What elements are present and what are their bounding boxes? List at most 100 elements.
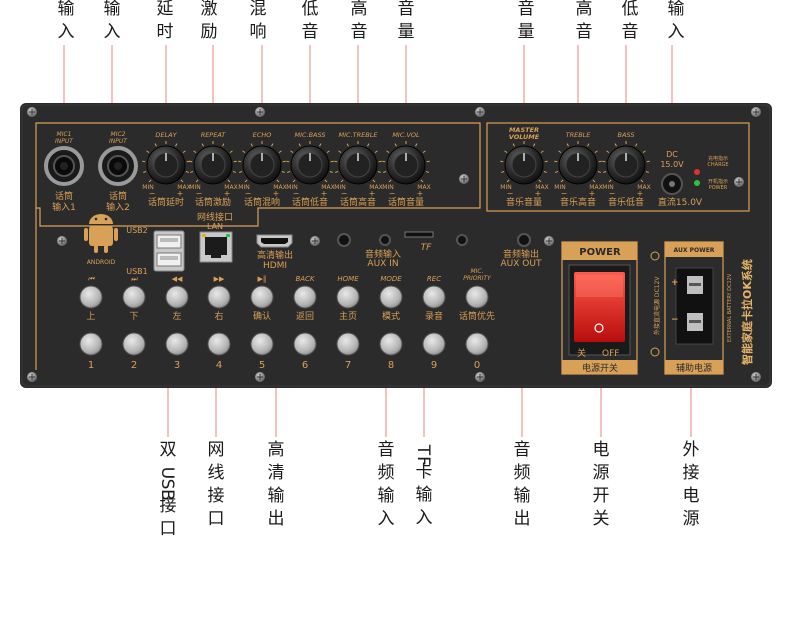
charge-led [694, 169, 700, 175]
knob-label: REPEAT [201, 131, 227, 139]
knob-label: MASTER [509, 126, 539, 134]
tf-slot[interactable] [404, 231, 434, 238]
svg-text:−: − [341, 189, 348, 198]
svg-text:−: − [389, 189, 396, 198]
svg-text:+: + [671, 278, 679, 288]
power-ind-label: 开机指示 [708, 178, 728, 185]
svg-text:输: 输 [268, 486, 285, 506]
knob-max: MAX [417, 184, 430, 191]
number-button[interactable] [336, 332, 360, 356]
function-button[interactable] [165, 285, 189, 309]
svg-text:−: − [507, 189, 514, 198]
auxin-cn: 音频输入 [365, 248, 401, 260]
number-button-label: 9 [431, 360, 437, 371]
svg-text:清: 清 [268, 463, 285, 483]
svg-text:+: + [535, 189, 542, 198]
number-button-label: 1 [88, 360, 94, 371]
function-button[interactable] [465, 285, 489, 309]
charge-label: 充电指示 [708, 155, 728, 162]
music-section-frame [486, 122, 750, 212]
svg-text:输: 输 [58, 0, 75, 19]
svg-text:线: 线 [208, 463, 225, 483]
knob-min: MIN [602, 184, 613, 191]
aux-out-jack[interactable] [517, 233, 531, 247]
power-switch[interactable] [574, 272, 625, 342]
svg-text:音: 音 [378, 440, 395, 460]
aux-in-jack-2[interactable] [379, 234, 391, 246]
svg-text:输: 输 [378, 486, 395, 506]
dc-label-2: 15.0V [660, 160, 684, 169]
function-button[interactable] [422, 285, 446, 309]
android-label: ANDROID [87, 259, 116, 266]
usb-ports[interactable] [153, 230, 185, 272]
svg-text:电: 电 [683, 486, 700, 506]
function-button[interactable] [250, 285, 274, 309]
knob-max: MAX [224, 184, 237, 191]
svg-text:外: 外 [683, 440, 700, 460]
number-button[interactable] [250, 332, 274, 356]
number-button[interactable] [465, 332, 489, 356]
svg-text:混: 混 [250, 0, 267, 19]
aux-power-title: AUX POWER [674, 247, 715, 254]
function-button-label: 返回 [296, 310, 314, 322]
power-cn: 电源开关 [582, 362, 618, 374]
svg-text:音: 音 [622, 22, 639, 42]
svg-text:高: 高 [576, 0, 593, 19]
number-button[interactable] [422, 332, 446, 356]
svg-text:音: 音 [351, 22, 368, 42]
button-top-label: ⏮ [88, 275, 96, 283]
function-button[interactable] [336, 285, 360, 309]
number-button[interactable] [165, 332, 189, 356]
function-button[interactable] [379, 285, 403, 309]
power-led [694, 180, 700, 186]
hdmi-en: HDMI [263, 261, 287, 271]
svg-text:+: + [369, 189, 376, 198]
usb2-label: USB2 [126, 226, 148, 235]
usb1-label: USB1 [126, 267, 148, 276]
callout-top-dc: 输入 [668, 0, 685, 42]
svg-text:延: 延 [157, 0, 174, 19]
function-button[interactable] [207, 285, 231, 309]
svg-text:入: 入 [668, 22, 685, 42]
svg-text:CHARGE: CHARGE [707, 162, 728, 168]
svg-text:入: 入 [104, 22, 121, 42]
number-button[interactable] [379, 332, 403, 356]
knob-label: DELAY [155, 131, 177, 139]
hdmi-port[interactable] [256, 234, 293, 248]
aux-power-terminal[interactable] [675, 267, 714, 345]
svg-text:口: 口 [160, 519, 177, 539]
knob-min: MIN [382, 184, 393, 191]
number-button[interactable] [293, 332, 317, 356]
mic-section-frame [35, 122, 481, 227]
callout-top-mbass: 低音 [622, 0, 639, 42]
tf-jack [456, 234, 468, 246]
aux-in-jack[interactable] [337, 233, 351, 247]
number-button[interactable] [122, 332, 146, 356]
function-button[interactable] [79, 285, 103, 309]
number-button[interactable] [79, 332, 103, 356]
svg-text:输: 输 [416, 485, 433, 505]
svg-text:输入2: 输入2 [106, 201, 130, 213]
button-top-label: ▶‖ [258, 275, 267, 283]
lan-port[interactable] [199, 231, 233, 263]
function-button[interactable] [122, 285, 146, 309]
knob-cn: 话筒延时 [148, 196, 184, 208]
svg-text:入: 入 [378, 509, 395, 529]
power-off-cn: 关 [577, 347, 586, 359]
svg-text:频: 频 [378, 463, 395, 483]
function-button[interactable] [293, 285, 317, 309]
callout-top-bass: 低音 [302, 0, 319, 42]
knob-cn: 话筒混响 [244, 196, 280, 208]
svg-text:入: 入 [58, 22, 75, 42]
number-button[interactable] [207, 332, 231, 356]
